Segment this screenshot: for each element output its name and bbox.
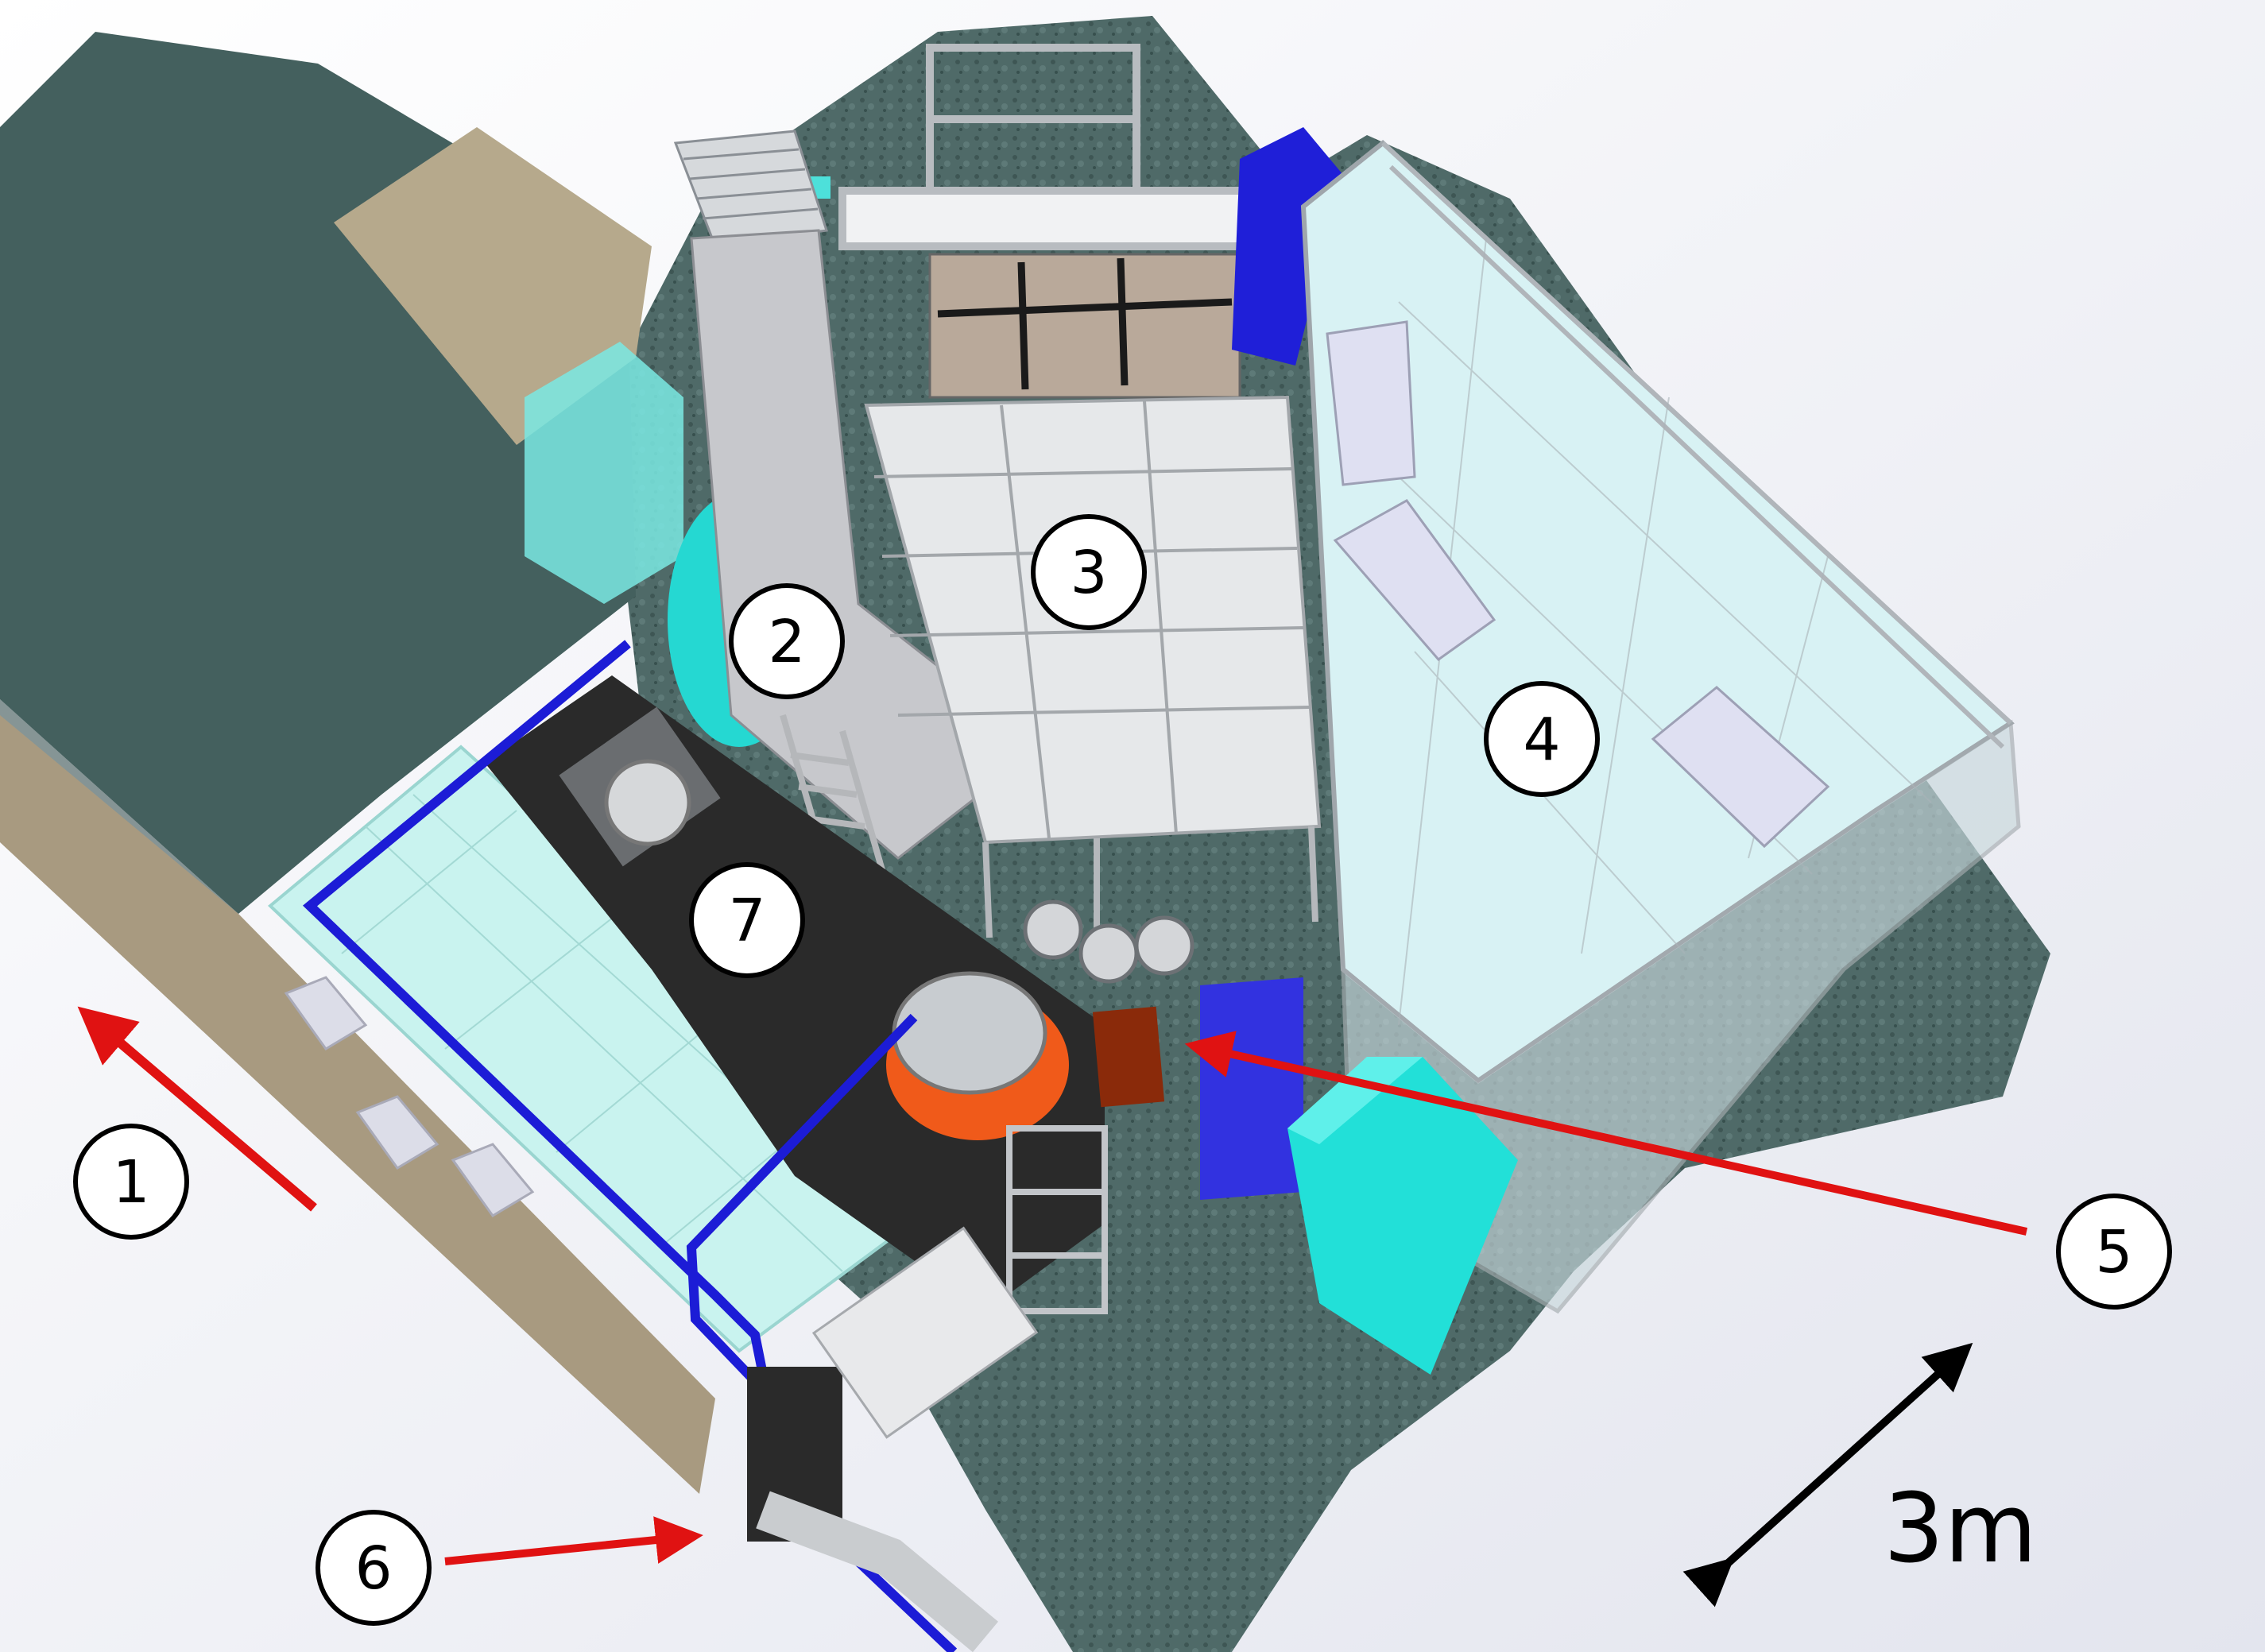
- arrow-5: [1184, 1031, 2028, 1236]
- svg-text:5: 5: [2095, 1218, 2132, 1286]
- label-1: 1: [73, 1124, 189, 1240]
- svg-text:1: 1: [112, 1148, 149, 1217]
- label-7: 7: [689, 862, 805, 978]
- svg-text:7: 7: [728, 887, 765, 955]
- blue-pipe-2: [686, 1013, 918, 1418]
- svg-text:2: 2: [768, 608, 805, 676]
- detector-cross: [937, 257, 1233, 390]
- scale-label: 3m: [1884, 1474, 2037, 1584]
- label-5: 5: [2056, 1194, 2172, 1310]
- gantry-top: [838, 44, 1291, 250]
- arrow-6: [444, 1516, 703, 1565]
- cyan-cube-front: [1287, 1057, 1518, 1375]
- table-b: [1333, 499, 1496, 662]
- cyan-tank-back: [525, 342, 683, 604]
- svg-text:6: 6: [354, 1534, 392, 1603]
- left-flange: [604, 759, 691, 846]
- platform-3-legs: [982, 826, 1318, 938]
- blue-box-top: [1232, 127, 1343, 366]
- scale-arrow: [1682, 1342, 1973, 1608]
- orange-vessel-top: [892, 971, 1047, 1095]
- tan-blocks-top: [334, 127, 652, 445]
- target-plate: [1092, 1006, 1165, 1108]
- detector-panel: [928, 253, 1241, 399]
- blue-box: [1200, 977, 1303, 1200]
- arrow-1: [77, 1006, 317, 1212]
- cyan-cube-top: [1287, 1057, 1423, 1144]
- support-frame: [1006, 1125, 1108, 1314]
- glass-room-railing: [1380, 141, 2013, 749]
- label-3: 3: [1031, 514, 1147, 630]
- label-4: 4: [1484, 681, 1600, 797]
- white-blocks: [284, 976, 535, 1217]
- stair-steps: [683, 148, 819, 220]
- label-2: 2: [729, 583, 845, 699]
- lower-pipe-assembly: [756, 1491, 999, 1652]
- lower-gray-wall: [811, 1226, 1039, 1439]
- svg-text:3: 3: [1070, 539, 1107, 607]
- table-c: [1651, 686, 1830, 849]
- label-6: 6: [316, 1510, 432, 1626]
- svg-text:4: 4: [1523, 706, 1560, 774]
- tan-wall: [0, 715, 715, 1494]
- table-a: [1326, 320, 1416, 486]
- beam-ports: [1023, 900, 1194, 984]
